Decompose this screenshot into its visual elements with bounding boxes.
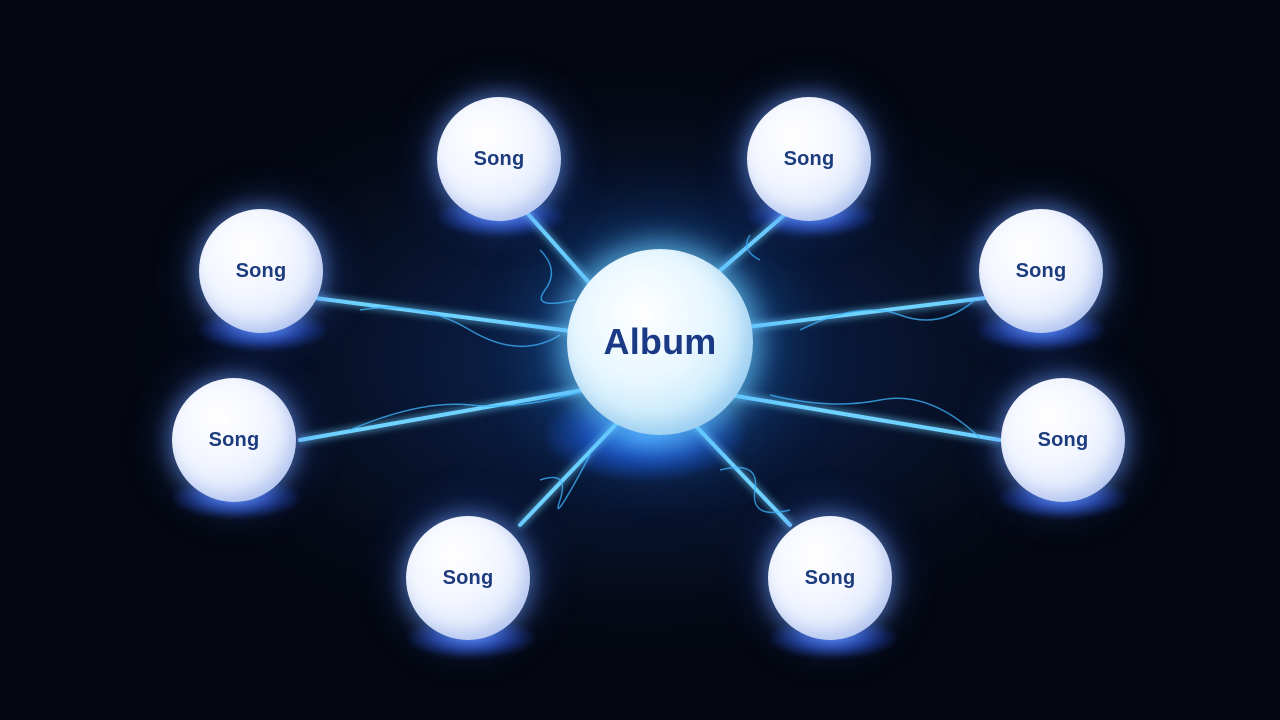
song-node: Song [406,516,530,640]
song-label: Song [208,428,260,451]
song-label: Song [1037,428,1089,451]
song-node: Song [768,516,892,640]
song-label: Song [473,147,525,170]
song-node: Song [747,97,871,221]
song-node: Song [1001,378,1125,502]
song-label: Song [783,147,835,170]
song-label: Song [442,566,494,589]
song-label: Song [1015,259,1067,282]
song-node: Song [172,378,296,502]
song-label: Song [804,566,856,589]
song-label: Song [235,259,287,282]
song-node: Song [199,209,323,333]
album-label: Album [603,321,717,362]
link-line [518,418,622,527]
link-line [688,418,792,527]
song-node: Song [979,209,1103,333]
album-node: Album [567,249,753,435]
song-node: Song [437,97,561,221]
